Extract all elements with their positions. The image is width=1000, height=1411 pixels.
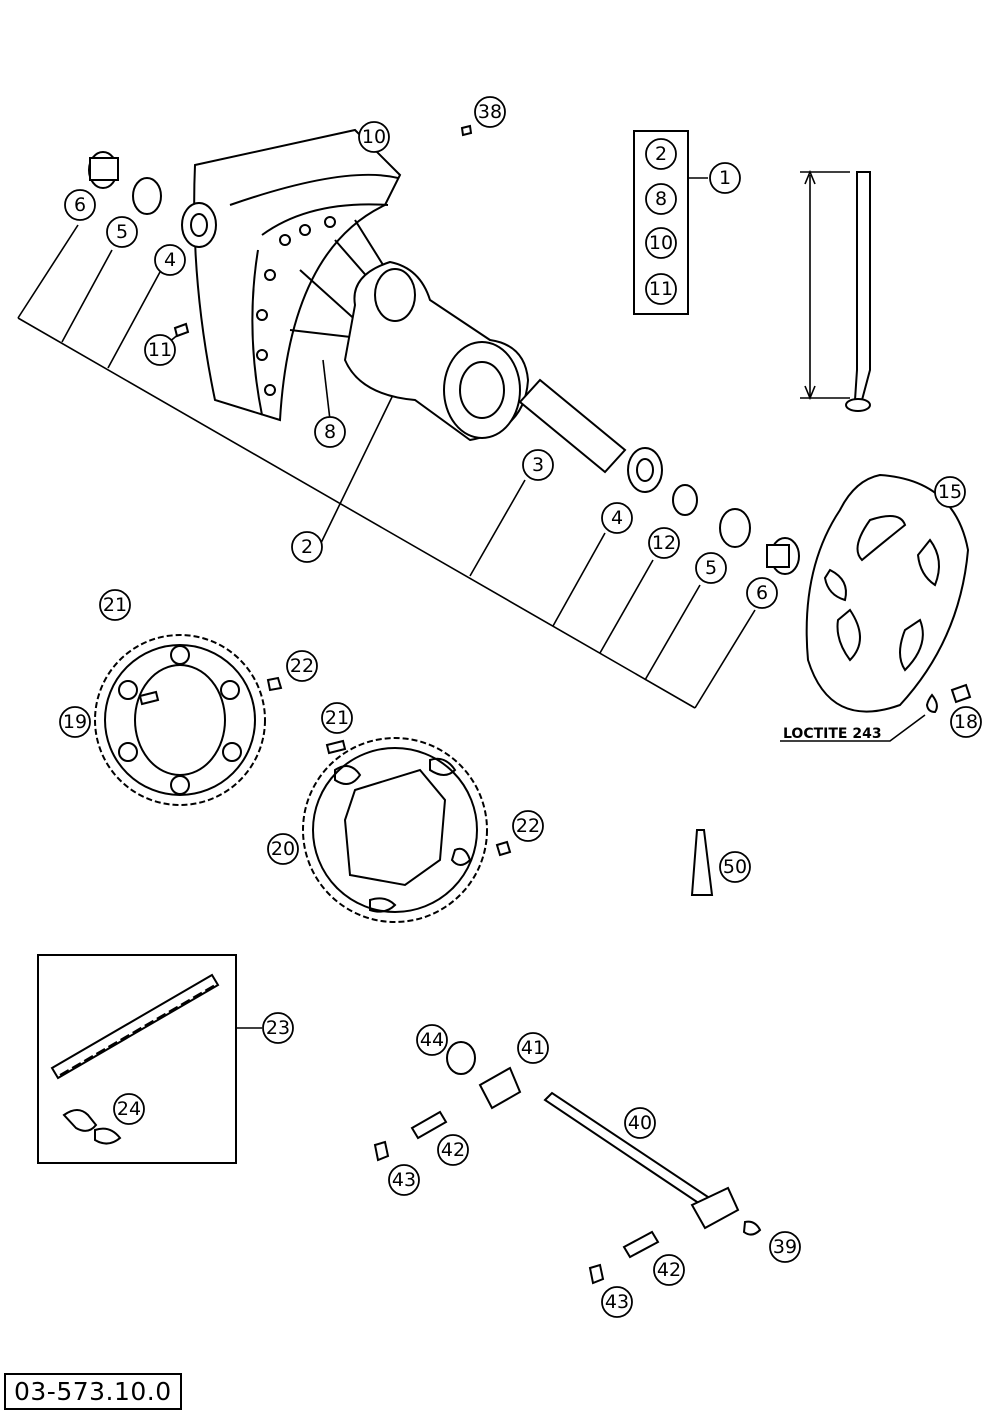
callout-15: 15 bbox=[934, 476, 966, 508]
svg-text:43: 43 bbox=[605, 1291, 629, 1313]
svg-text:50: 50 bbox=[723, 856, 747, 878]
svg-text:2: 2 bbox=[301, 536, 313, 558]
svg-text:18: 18 bbox=[954, 711, 978, 733]
chain-box bbox=[37, 954, 237, 1164]
svg-text:10: 10 bbox=[649, 232, 673, 254]
svg-text:2: 2 bbox=[655, 143, 667, 165]
callout-24: 24 bbox=[113, 1093, 145, 1125]
wheel-rim bbox=[193, 128, 402, 422]
svg-text:11: 11 bbox=[148, 339, 172, 361]
svg-text:44: 44 bbox=[420, 1029, 444, 1051]
callout-5-right: 5 bbox=[695, 552, 727, 584]
svg-text:41: 41 bbox=[521, 1037, 545, 1059]
callout-39: 39 bbox=[769, 1231, 801, 1263]
callout-42: 42 bbox=[437, 1134, 469, 1166]
svg-text:20: 20 bbox=[271, 838, 295, 860]
axle-assembly bbox=[373, 1041, 762, 1285]
callout-21-second: 21 bbox=[321, 702, 353, 734]
callout-3: 3 bbox=[522, 449, 554, 481]
callout-22: 22 bbox=[286, 650, 318, 682]
spoke-drawing bbox=[800, 169, 871, 412]
callout-8: 8 bbox=[314, 416, 346, 448]
callout-10: 10 bbox=[358, 121, 390, 153]
disc-bolt bbox=[925, 683, 972, 714]
callout-11: 11 bbox=[144, 334, 176, 366]
callout-22-second: 22 bbox=[512, 810, 544, 842]
svg-text:12: 12 bbox=[652, 532, 676, 554]
callout-43: 43 bbox=[388, 1164, 420, 1196]
right-bearing-set bbox=[518, 378, 800, 575]
svg-text:11: 11 bbox=[649, 278, 673, 300]
callout-6: 6 bbox=[64, 189, 96, 221]
svg-text:5: 5 bbox=[705, 557, 717, 579]
kit-item-10: 10 bbox=[645, 227, 677, 259]
svg-text:39: 39 bbox=[773, 1236, 797, 1258]
callout-2: 2 bbox=[291, 531, 323, 563]
svg-text:21: 21 bbox=[103, 594, 127, 616]
callout-43-second: 43 bbox=[601, 1286, 633, 1318]
svg-text:4: 4 bbox=[611, 507, 623, 529]
leader-lines bbox=[17, 150, 926, 1029]
callout-20: 20 bbox=[267, 833, 299, 865]
svg-text:19: 19 bbox=[63, 711, 87, 733]
svg-text:22: 22 bbox=[290, 655, 314, 677]
wheel-hub bbox=[289, 219, 530, 442]
svg-text:43: 43 bbox=[392, 1169, 416, 1191]
callout-4-right: 4 bbox=[601, 502, 633, 534]
kit-item-2: 2 bbox=[645, 138, 677, 170]
svg-text:5: 5 bbox=[116, 221, 128, 243]
kit-callout-1: 1 bbox=[709, 162, 741, 194]
callout-42-second: 42 bbox=[653, 1254, 685, 1286]
callout-12: 12 bbox=[648, 527, 680, 559]
callout-18: 18 bbox=[950, 706, 982, 738]
svg-text:1: 1 bbox=[719, 167, 731, 189]
callout-6-right: 6 bbox=[746, 577, 778, 609]
callout-21: 21 bbox=[99, 589, 131, 621]
callout-41: 41 bbox=[517, 1032, 549, 1064]
svg-text:24: 24 bbox=[117, 1098, 141, 1120]
svg-text:4: 4 bbox=[164, 249, 176, 271]
svg-text:3: 3 bbox=[532, 454, 544, 476]
callout-4: 4 bbox=[154, 244, 186, 276]
svg-text:22: 22 bbox=[516, 815, 540, 837]
loctite-note: LOCTITE 243 bbox=[783, 726, 882, 742]
grease-tube bbox=[690, 829, 714, 896]
kit-item-11: 11 bbox=[645, 273, 677, 305]
svg-text:10: 10 bbox=[362, 126, 386, 148]
kit-item-8: 8 bbox=[645, 183, 677, 215]
drawing-code: 03-573.10.0 bbox=[4, 1373, 182, 1410]
svg-text:6: 6 bbox=[756, 582, 768, 604]
svg-text:6: 6 bbox=[74, 194, 86, 216]
svg-text:21: 21 bbox=[325, 707, 349, 729]
svg-text:23: 23 bbox=[266, 1017, 290, 1039]
svg-text:15: 15 bbox=[938, 481, 962, 503]
callout-40: 40 bbox=[624, 1107, 656, 1139]
callout-44: 44 bbox=[416, 1024, 448, 1056]
callout-50: 50 bbox=[719, 851, 751, 883]
svg-text:8: 8 bbox=[655, 188, 667, 210]
callout-5: 5 bbox=[106, 216, 138, 248]
callout-38: 38 bbox=[474, 96, 506, 128]
svg-text:40: 40 bbox=[628, 1112, 652, 1134]
brake-disc bbox=[805, 473, 970, 713]
sprocket-aluminium bbox=[94, 634, 283, 806]
callout-19: 19 bbox=[59, 706, 91, 738]
svg-text:8: 8 bbox=[324, 421, 336, 443]
svg-text:42: 42 bbox=[441, 1139, 465, 1161]
sprocket-steel bbox=[302, 737, 512, 923]
left-bearing-set bbox=[88, 124, 473, 338]
callout-23: 23 bbox=[262, 1012, 294, 1044]
svg-text:38: 38 bbox=[478, 101, 502, 123]
svg-text:42: 42 bbox=[657, 1259, 681, 1281]
